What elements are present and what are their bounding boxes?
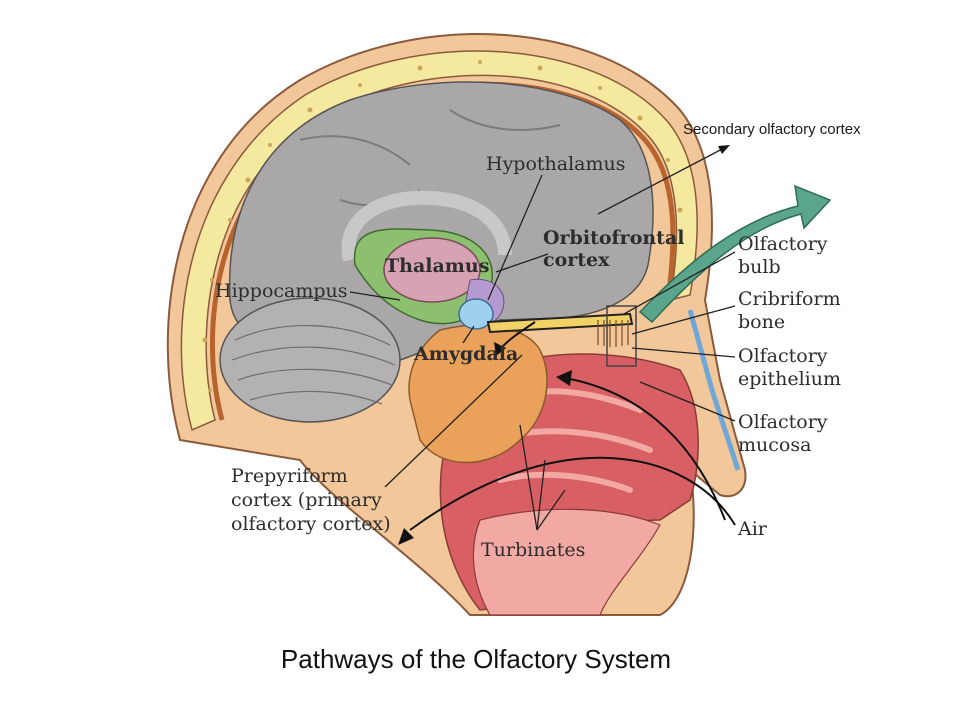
label-amygdala: Amygdala [413,343,518,365]
label-hippocampus: Hippocampus [215,280,348,302]
label-olfactory-bulb-line2: bulb [738,256,781,278]
label-cribriform-line2: bone [738,311,785,333]
label-mucosa-line2: mucosa [738,434,811,456]
label-prepyriform-line1: Prepyriform [231,465,348,487]
air-flow-arrow-down [409,456,736,531]
label-epithelium-line2: epithelium [738,368,841,390]
air-flow-arrow-into-nose [564,377,726,521]
label-thalamus: Thalamus [385,255,489,277]
leader-amygdala [462,325,475,344]
skull-bone-texture [202,60,683,392]
leader-prepyriform [384,354,523,488]
olfactory-tract [486,312,634,334]
amygdala [458,298,494,330]
brainstem [408,324,548,464]
label-mucosa-line1: Olfactory [738,411,828,433]
label-prepyriform-line3: olfactory cortex) [231,513,391,535]
palate [472,508,661,616]
label-orbitofrontal-line2: cortex [543,249,610,271]
leader-epithelium [631,347,736,358]
figure-title: Pathways of the Olfactory System [281,644,671,674]
label-prepyriform-line2: cortex (primary [231,489,382,511]
olfactory-projection-arrow [638,184,832,324]
leader-orbitofrontal [495,253,549,273]
cingulate-arc [341,190,512,262]
label-epithelium-line1: Olfactory [738,345,828,367]
label-cribriform-line1: Cribriform [738,288,841,310]
thalamus [383,237,481,303]
label-secondary-olfactory-cortex: Secondary olfactory cortex [683,121,861,138]
label-hypothalamus: Hypothalamus [486,153,626,175]
label-turbinates: Turbinates [481,539,585,561]
leader-turbinates-1 [519,424,538,531]
leader-hippocampus [349,291,401,301]
leader-turbinates-3 [536,489,566,531]
cerebellum [219,297,401,423]
leader-mucosa [639,381,736,422]
nose-cartilage [687,309,741,471]
air-arrowhead-down [398,528,414,545]
leader-secondary-cortex [597,146,727,215]
cribriform-box [606,305,637,367]
leader-secondary-cortex-arrowhead [718,145,730,154]
cerebellum-folia [231,324,396,405]
pathway-arrowhead-amygdala [494,342,506,356]
leader-cribriform [631,305,736,335]
leader-turbinates-2 [536,459,546,531]
label-orbitofrontal-line1: Orbitofrontal [543,227,685,249]
leader-hypothalamus [487,174,543,301]
label-air: Air [737,518,768,540]
cribriform-fibers [597,320,629,347]
label-olfactory-bulb-line1: Olfactory [738,233,828,255]
leader-olfactory-bulb [623,251,736,315]
air-arrowhead-inner [556,370,572,386]
